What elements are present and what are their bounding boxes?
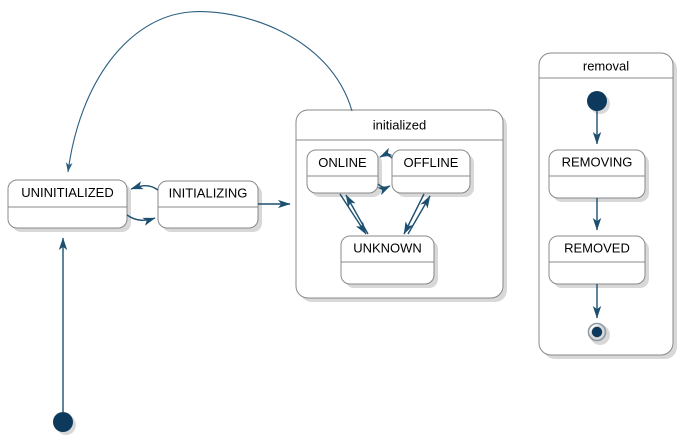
state-removing-label: REMOVING bbox=[562, 154, 633, 169]
state-uninitialized-label: UNINITIALIZED bbox=[21, 185, 113, 200]
state-initializing-label: INITIALIZING bbox=[169, 185, 248, 200]
state-unknown-body bbox=[340, 235, 435, 285]
transition-initialized-to-uninitialized bbox=[65, 11, 353, 173]
state-removed-label: REMOVED bbox=[564, 240, 630, 255]
final-state-removal bbox=[591, 326, 603, 338]
transition-online-to-offline bbox=[377, 183, 391, 196]
state-online-label: ONLINE bbox=[318, 155, 367, 170]
initial-state-removal bbox=[587, 91, 607, 111]
state-online[interactable]: ONLINE bbox=[306, 149, 382, 197]
transition-offline-to-online bbox=[379, 147, 393, 159]
state-unknown-label: UNKNOWN bbox=[353, 240, 422, 255]
transition-unknown-to-offline bbox=[407, 195, 431, 235]
final-state-ring bbox=[587, 322, 607, 342]
state-offline-body bbox=[391, 149, 471, 194]
state-offline[interactable]: OFFLINE bbox=[391, 149, 474, 197]
composite-state-removal-title: removal bbox=[583, 58, 629, 73]
state-removed[interactable]: REMOVED bbox=[548, 235, 649, 288]
state-uninitialized-body bbox=[7, 179, 128, 229]
transition-initializing-to-uninitialized bbox=[130, 181, 159, 191]
initial-state-main bbox=[53, 412, 73, 432]
transition-online-to-unknown bbox=[339, 193, 367, 235]
transition-uninitialized-to-initializing bbox=[126, 214, 156, 226]
state-unknown[interactable]: UNKNOWN bbox=[340, 235, 438, 288]
composite-state-initialized-title: initialized bbox=[373, 117, 426, 132]
state-online-body bbox=[306, 149, 379, 194]
transition-unknown-to-online bbox=[345, 194, 369, 235]
state-uninitialized[interactable]: UNINITIALIZED bbox=[7, 179, 131, 232]
state-offline-label: OFFLINE bbox=[404, 155, 459, 170]
state-initializing[interactable]: INITIALIZING bbox=[157, 180, 262, 232]
state-removing[interactable]: REMOVING bbox=[548, 149, 649, 202]
